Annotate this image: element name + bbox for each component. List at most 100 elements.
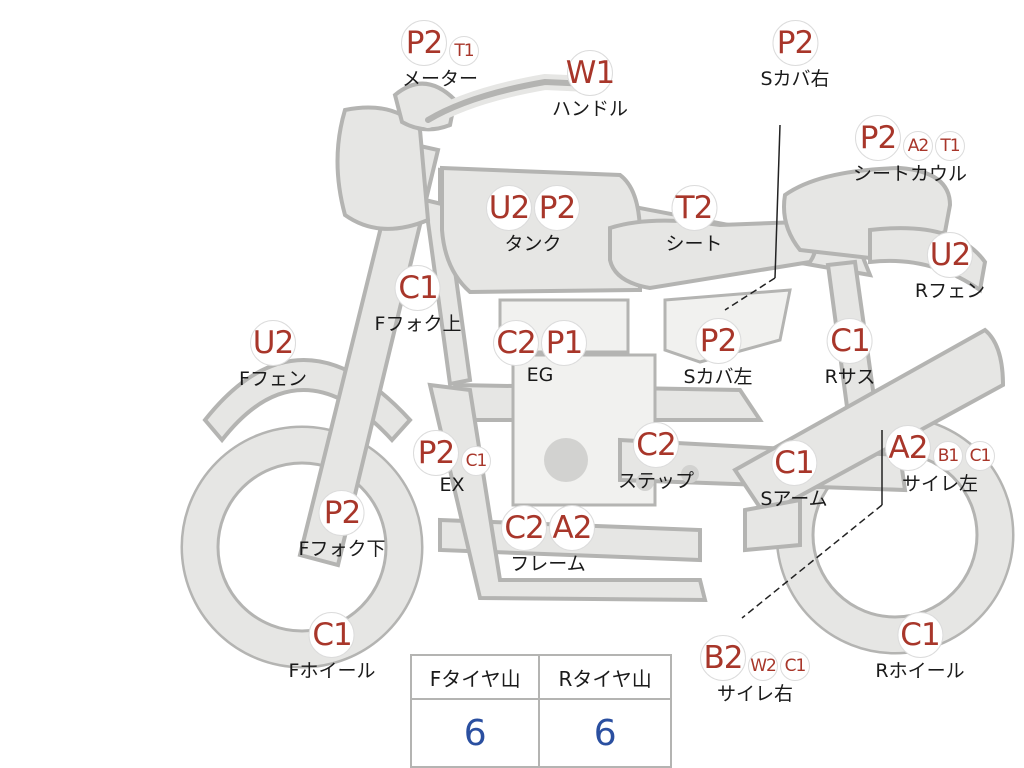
engine-cover: [544, 438, 588, 482]
grade-badge: A2: [885, 425, 931, 471]
rear-tire-tread-value: 6: [538, 698, 672, 768]
grade-badges: W1: [566, 50, 615, 96]
grade-badge: P1: [541, 320, 587, 366]
part-label: Fフォク上: [374, 313, 462, 335]
part-label: Rホイール: [875, 660, 965, 682]
grade-badge: P2: [695, 318, 741, 364]
part-label: Fフォク下: [298, 538, 386, 560]
grade-badge: C2: [632, 422, 679, 468]
grade-badge: T1: [449, 36, 479, 66]
grade-badge: A2: [549, 505, 595, 551]
grade-badge: C2: [493, 320, 539, 366]
part-label: フレーム: [510, 553, 586, 575]
grade-badges: C1: [826, 318, 873, 364]
front-wheel-shape: [180, 425, 424, 669]
grade-badge: P2: [772, 20, 818, 66]
tire-tread-table: Fタイヤ山 Rタイヤ山 6 6: [409, 654, 672, 768]
grade-badge: C1: [780, 651, 810, 681]
grade-badge: B2: [700, 635, 746, 681]
grade-badge: C1: [395, 265, 441, 311]
leader-side-cover-right-dash: [724, 277, 776, 311]
leader-muffler-left-dash: [741, 504, 883, 619]
grade-badge: C1: [896, 612, 943, 658]
grade-badge: C1: [826, 318, 873, 364]
grade-badge: C2: [501, 505, 547, 551]
grade-badge: U2: [250, 320, 296, 366]
grade-badge: C1: [770, 440, 817, 486]
part-label: ハンドル: [551, 98, 629, 120]
part-label: シート: [665, 233, 723, 255]
leader-side-cover-right: [774, 124, 781, 279]
grade-badges: U2: [250, 320, 296, 366]
grade-badges: C1: [395, 265, 441, 311]
part-label: サイレ左: [901, 473, 978, 495]
headlight-shape: [335, 105, 431, 231]
grade-badges: C1: [309, 612, 355, 658]
grade-badges: C1: [770, 440, 817, 486]
footrest-right: [681, 465, 699, 483]
grade-badge: P2: [413, 430, 459, 476]
grade-badge: T1: [934, 131, 965, 161]
part-label: タンク: [504, 233, 562, 255]
grade-badge: P2: [534, 185, 580, 231]
grade-badge: P2: [319, 490, 365, 536]
grade-badges: P2: [695, 318, 741, 364]
grade-badge: T2: [670, 185, 717, 231]
part-label: EX: [439, 474, 465, 496]
front-tire-tread-header: Fタイヤ山: [409, 654, 541, 700]
grade-badge: P2: [401, 20, 447, 66]
grade-badges: C1: [896, 612, 943, 658]
front-wheel-rim: [183, 428, 421, 666]
part-label: Sカバ左: [683, 366, 753, 388]
part-label: Rフェン: [914, 280, 986, 302]
front-fork-inner: [422, 197, 473, 387]
front-fork-shape: [297, 139, 441, 568]
grade-badges: C2: [632, 422, 679, 468]
grade-badge: U2: [486, 185, 532, 231]
part-label: シートカウル: [852, 163, 968, 185]
handlebar-edge: [425, 78, 593, 123]
footrest-left: [636, 473, 654, 491]
part-label: EG: [526, 364, 554, 386]
grade-badge: W1: [566, 50, 615, 96]
grade-badge: W2: [748, 651, 778, 681]
grade-badge: C1: [965, 441, 995, 471]
grade-badge: C1: [309, 612, 355, 658]
grade-badge: C1: [461, 446, 491, 476]
grade-badges: T2: [670, 185, 717, 231]
part-label: Fフェン: [239, 368, 307, 390]
grade-badges: P2: [319, 490, 365, 536]
part-label: Sカバ右: [760, 68, 830, 90]
part-label: ステップ: [617, 470, 695, 492]
front-tire-tread-value: 6: [409, 698, 541, 768]
grade-badge: U2: [926, 232, 973, 278]
part-label: メーター: [401, 68, 478, 90]
